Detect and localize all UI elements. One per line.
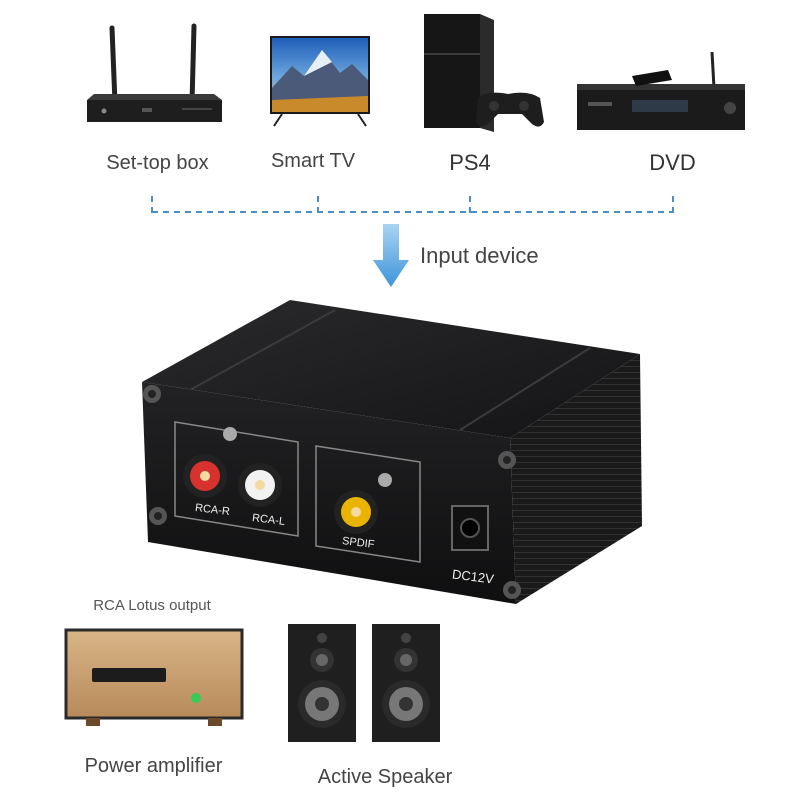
dvd-player-icon [577, 51, 745, 130]
input-device-caption: Input device [420, 243, 539, 268]
down-arrow-icon [372, 224, 410, 288]
dvd-label: DVD [649, 150, 696, 175]
power-amplifier-icon [64, 628, 244, 726]
power-amplifier-label: Power amplifier [84, 755, 223, 777]
input-connector-lines [140, 190, 690, 220]
dvd-image [572, 48, 750, 136]
set-top-box-label: Set-top box [106, 152, 209, 174]
smart-tv-image [262, 18, 377, 133]
active-speaker-label: Active Speaker [317, 766, 453, 788]
ps4-console-icon [424, 14, 544, 132]
ps4-image [418, 10, 548, 135]
set-top-box-icon [87, 23, 222, 122]
smart-tv-icon [270, 36, 370, 127]
rca-lotus-output-caption: RCA Lotus output [93, 597, 211, 614]
power-amplifier-image [64, 628, 244, 730]
audio-converter-box: RCA-R RCA-L SPDIF DC12V [130, 294, 650, 614]
speaker-icon [288, 624, 440, 742]
smart-tv-label: Smart TV [270, 150, 356, 172]
ps4-label: PS4 [449, 150, 491, 175]
set-top-box-image [82, 18, 227, 133]
active-speakers-image [286, 622, 442, 744]
